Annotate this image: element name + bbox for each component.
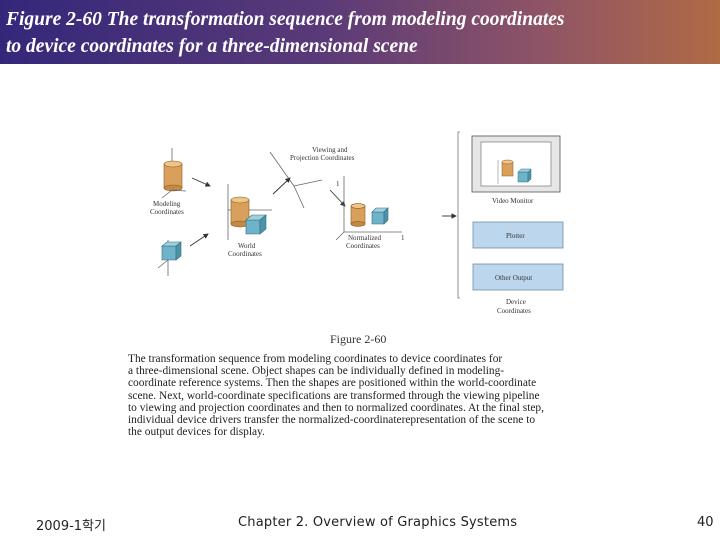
normalized-cube-frame	[335, 176, 402, 241]
footer-page-number: 40	[697, 515, 714, 530]
world-label-2: Coordinates	[228, 250, 262, 258]
modeling-cylinder	[161, 148, 187, 199]
footer-chapter: Chapter 2. Overview of Graphics Systems	[238, 515, 518, 530]
diagram-svg: Modeling Coordinates World Coordinates	[150, 131, 564, 315]
caption-line: individual device drivers transfer the n…	[128, 414, 536, 427]
caption-line: The transformation sequence from modelin…	[128, 353, 503, 365]
footer-semester: 2009-1학기	[36, 519, 106, 534]
arrow-world-viewing	[272, 177, 291, 195]
caption-line: scene. Next, world-coordinate specificat…	[128, 389, 540, 402]
viewing-label-1: Viewing and	[312, 146, 348, 154]
transformation-diagram: Modeling Coordinates World Coordinates	[140, 128, 580, 324]
modeling-cube	[157, 240, 182, 276]
caption-line: the output devices for display.	[128, 426, 265, 439]
device-label-2: Coordinates	[497, 307, 531, 315]
modeling-label-2: Coordinates	[150, 208, 184, 216]
arrow-viewing-normalized	[329, 189, 346, 207]
modeling-label-1: Modeling	[153, 200, 181, 208]
caption-line: a three-dimensional scene. Object shapes…	[128, 365, 505, 378]
normalized-axis-one-right: 1	[401, 234, 405, 242]
arrow-model-world-2	[189, 233, 209, 247]
caption-line: coordinate reference systems. Then the s…	[128, 377, 537, 390]
video-monitor	[471, 135, 561, 193]
device-label-1: Device	[506, 298, 526, 306]
slide-title-line-2: to device coordinates for a three-dimens…	[6, 36, 418, 57]
plotter-box	[472, 221, 564, 249]
title-bar: Figure 2-60 The transformation sequence …	[0, 0, 720, 64]
world-scene	[227, 184, 272, 240]
world-label-1: World	[238, 242, 256, 250]
normalized-axis-one-top: 1	[336, 180, 340, 188]
device-bracket	[457, 131, 460, 299]
figure-caption: The transformation sequence from modelin…	[128, 353, 588, 438]
normalized-label-2: Coordinates	[346, 242, 380, 250]
plotter-label: Plotter	[506, 232, 525, 240]
video-monitor-label: Video Monitor	[492, 197, 534, 205]
arrow-model-world-1	[191, 177, 211, 187]
other-output-label: Other Output	[495, 274, 532, 282]
caption-line: to viewing and projection coordinates an…	[128, 401, 544, 414]
viewing-label-2: Projection Coordinates	[290, 154, 355, 162]
normalized-label-1: Normalized	[348, 234, 382, 242]
slide-title-line-1: Figure 2-60 The transformation sequence …	[6, 9, 565, 30]
other-output-box	[472, 263, 564, 291]
figure-label: Figure 2-60	[330, 332, 387, 346]
